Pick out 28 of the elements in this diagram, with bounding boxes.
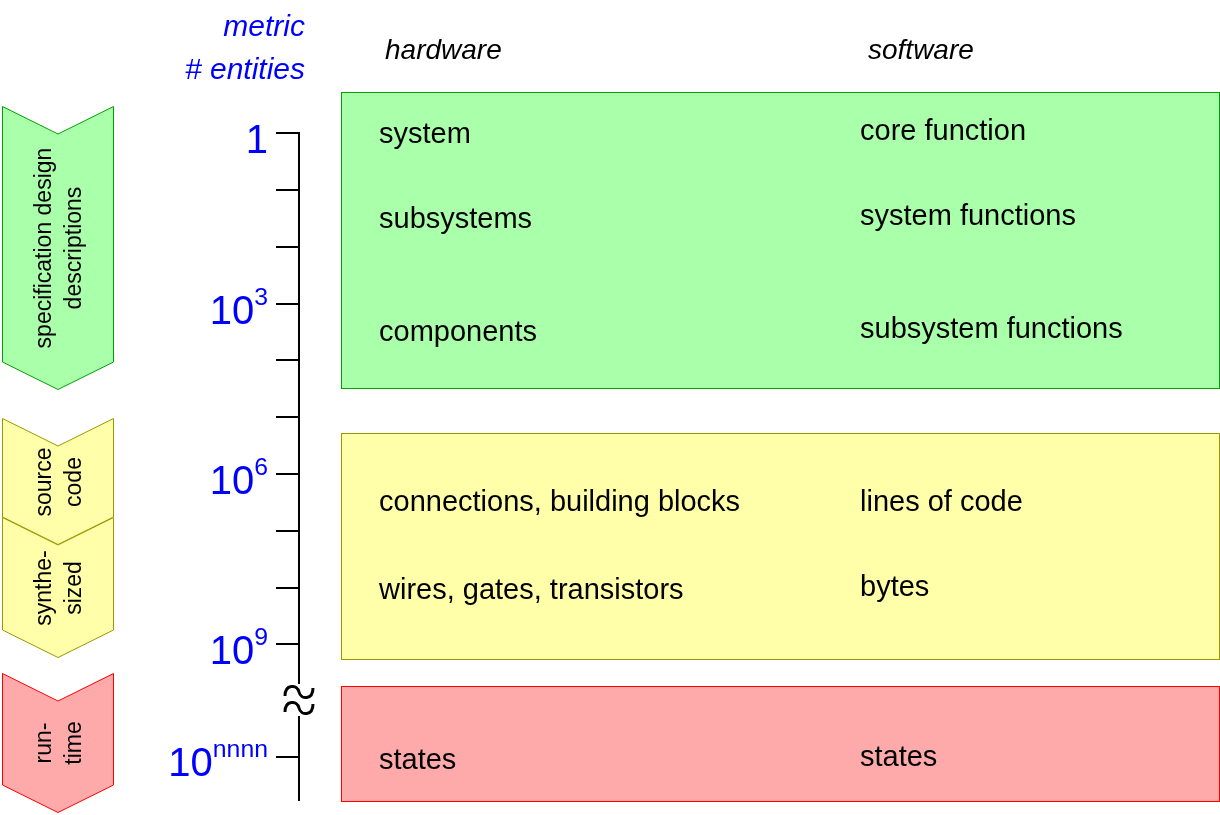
entity-label: subsystems	[379, 201, 533, 235]
entity-label: bytes	[860, 569, 930, 603]
level-panel	[341, 433, 1220, 660]
phase-label: specification design descriptions	[29, 147, 87, 349]
entity-label: components	[379, 314, 537, 348]
phase-label: source code	[29, 446, 87, 519]
entity-label: system	[379, 116, 471, 150]
axis-title: metric	[223, 8, 305, 44]
level-panel	[341, 686, 1220, 802]
tick-label: 10$^{9}$	[209, 621, 268, 674]
entity-label: subsystem functions	[860, 311, 1123, 345]
tick-label: 10$^{nnnn}$	[168, 733, 268, 786]
tick-label: 1	[245, 116, 268, 163]
entity-label: states	[860, 739, 938, 773]
entity-label: states	[379, 742, 457, 776]
level-panel	[341, 92, 1220, 389]
entity-label: system functions	[860, 198, 1076, 232]
column-heading: hardware	[385, 33, 502, 67]
entity-label: wires, gates, transistors	[379, 572, 684, 606]
entity-label: core function	[860, 113, 1027, 147]
entity-label: lines of code	[860, 484, 1023, 518]
tick-label: 10$^{6}$	[209, 451, 268, 504]
phase-label: run- time	[29, 720, 87, 767]
phase-label: synthe- sized	[29, 548, 87, 628]
axis-title: # entities	[184, 51, 305, 87]
entity-label: connections, building blocks	[379, 484, 741, 518]
tick-label: 10$^{3}$	[209, 281, 268, 334]
column-heading: software	[868, 33, 974, 67]
